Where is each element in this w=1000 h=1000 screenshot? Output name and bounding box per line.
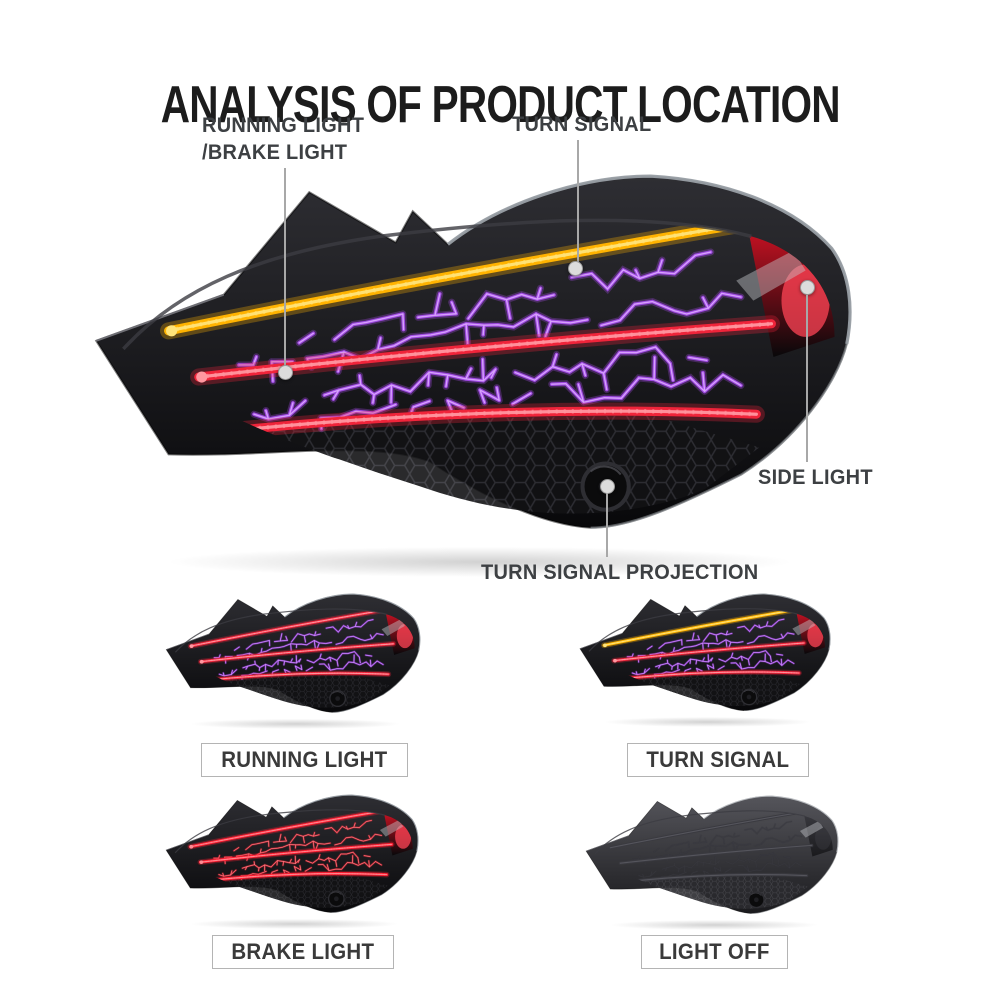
tail-light-photo-main bbox=[88, 158, 852, 580]
page-title: ANALYSIS OF PRODUCT LOCATION bbox=[0, 75, 1000, 135]
callout-dot-running-brake bbox=[278, 365, 293, 380]
callout-dot-turn-signal bbox=[568, 261, 583, 276]
callout-dot-side-light bbox=[800, 280, 815, 295]
tile-label-running-light: RUNNING LIGHT bbox=[201, 743, 408, 777]
callout-side-light: SIDE LIGHT bbox=[758, 466, 873, 489]
callout-dot-turn-signal-projection bbox=[600, 479, 615, 494]
tail-light-photo-turn-signal bbox=[577, 588, 831, 728]
tile-label-turn-signal: TURN SIGNAL bbox=[627, 743, 809, 777]
tile-label-brake-light: BRAKE LIGHT bbox=[212, 935, 394, 969]
tail-light-photo-light-off bbox=[583, 790, 839, 931]
tail-light-photo-brake-light bbox=[163, 789, 419, 930]
callout-turn-signal: TURN SIGNAL bbox=[512, 113, 652, 136]
callout-turn-signal-projection: TURN SIGNAL PROJECTION bbox=[481, 561, 759, 584]
leader-line-running-brake bbox=[284, 168, 286, 366]
callout-running-light-line: RUNNING LIGHT bbox=[202, 114, 365, 137]
callout-running-brake-light: RUNNING LIGHT /BRAKE LIGHT bbox=[202, 112, 364, 166]
leader-line-turn-signal-projection bbox=[606, 493, 608, 557]
tail-light-photo-running-light bbox=[163, 588, 421, 730]
leader-line-side-light bbox=[806, 295, 808, 462]
page-title-text: ANALYSIS OF PRODUCT LOCATION bbox=[160, 75, 841, 134]
callout-brake-light-line: /BRAKE LIGHT bbox=[202, 141, 348, 164]
leader-line-turn-signal bbox=[577, 140, 579, 262]
tile-label-light-off: LIGHT OFF bbox=[641, 935, 788, 969]
